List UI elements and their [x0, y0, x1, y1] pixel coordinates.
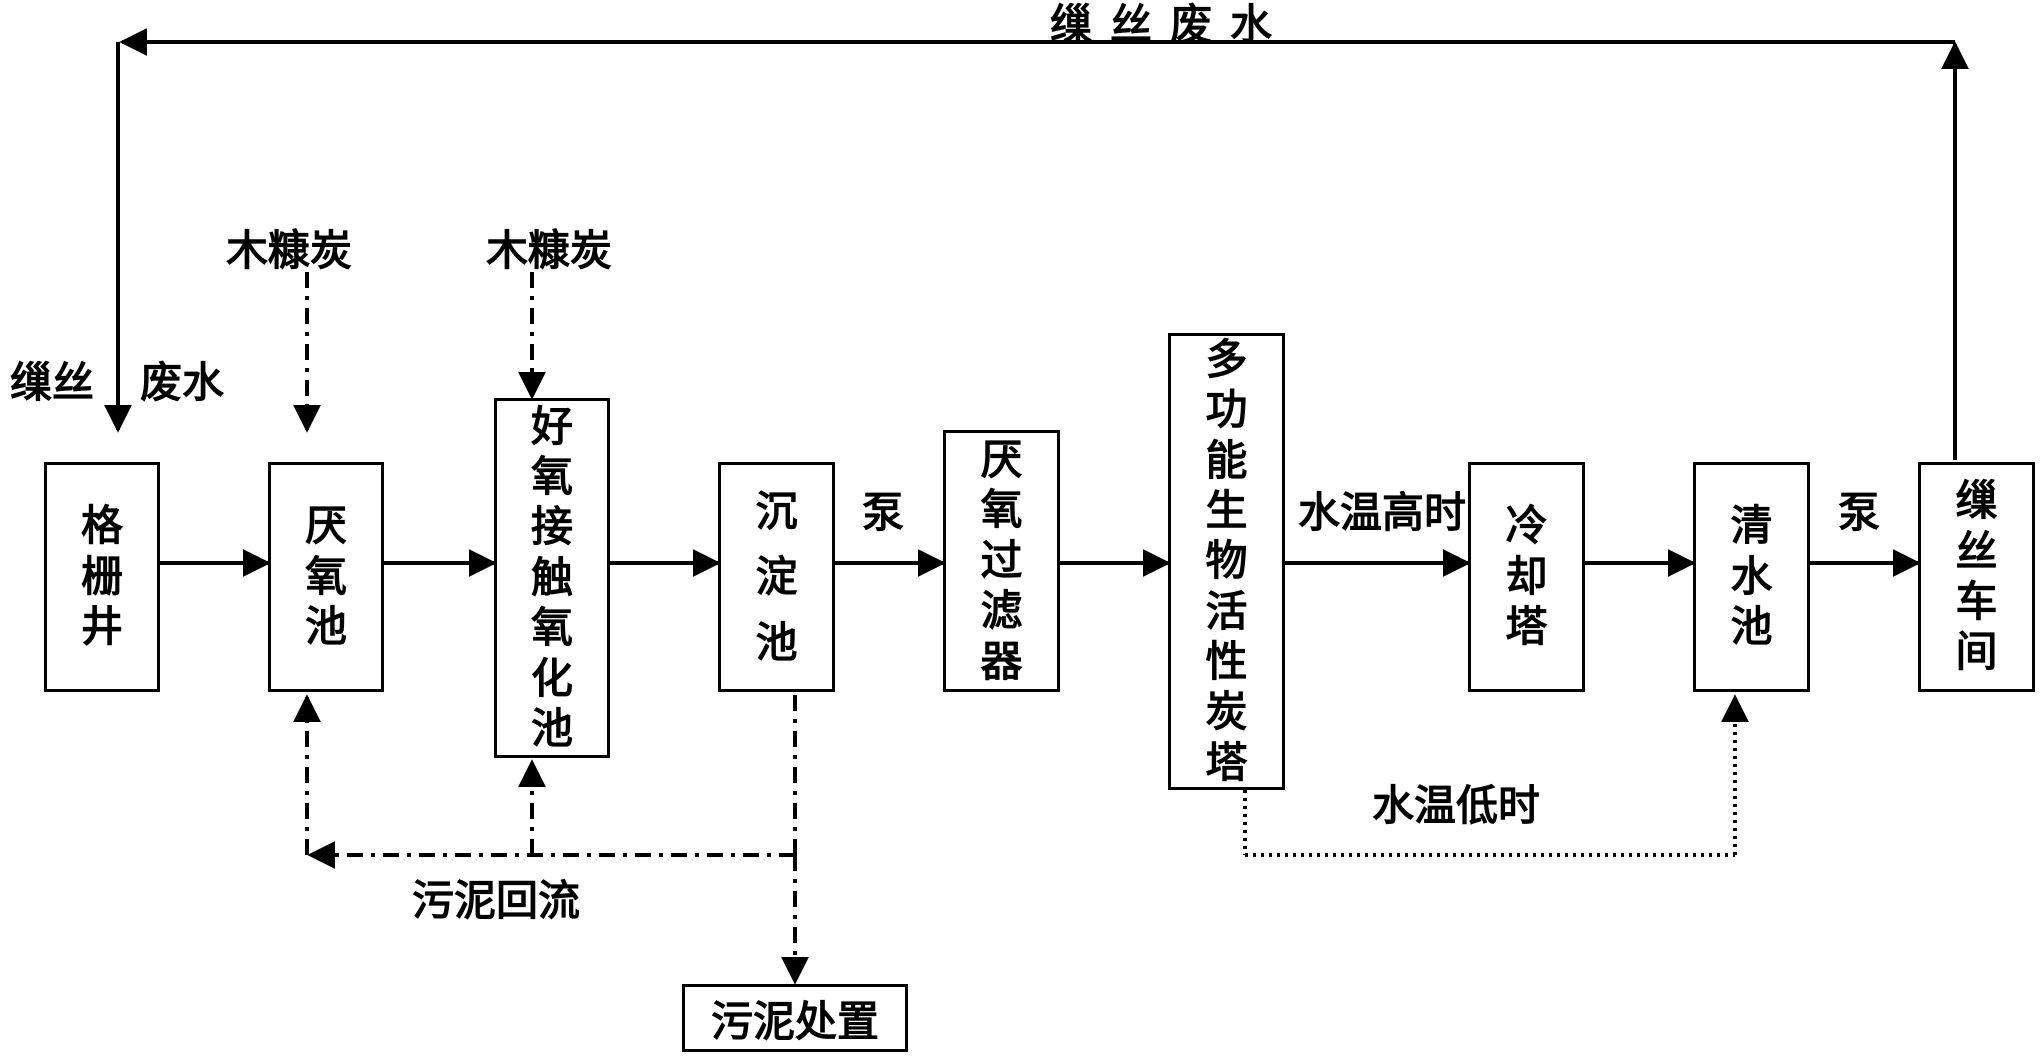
recycle-loop-connector: [104, 28, 1969, 460]
sedimentation-tank-label: 沉淀池: [755, 487, 798, 667]
bio-carbon-tower-box: 多功能生物活性炭塔: [1168, 333, 1285, 790]
bio-carbon-tower-label: 多功能生物活性炭塔: [1205, 334, 1248, 787]
aerobic-contact-tank-label: 好氧接触氧化池: [530, 401, 573, 753]
clear-water-tank-box: 清水池: [1693, 462, 1810, 692]
reeling-workshop-box: 缫丝车间: [1918, 462, 2035, 692]
grille-well-label: 格栅井: [80, 501, 123, 652]
sludge-return-connector: [293, 694, 797, 869]
inlet-label-left: 缫丝: [10, 358, 95, 407]
reeling-workshop-label: 缫丝车间: [1955, 476, 1998, 677]
grille-well-box: 格栅井: [44, 462, 160, 692]
anaerobic-tank-label: 厌氧池: [304, 501, 347, 652]
inlet-label-right: 废水: [140, 358, 225, 407]
sludge-disposal-box: 污泥处置: [682, 984, 908, 1052]
clear-water-tank-label: 清水池: [1730, 501, 1773, 652]
cooling-tower-label: 冷却塔: [1505, 501, 1548, 652]
sludge-return-label: 污泥回流: [412, 876, 581, 925]
aerobic-contact-tank-box: 好氧接触氧化池: [494, 398, 610, 758]
anaerobic-filter-box: 厌氧过滤器: [943, 430, 1060, 692]
sludge-disposal-label: 污泥处置: [710, 996, 879, 1046]
biochar-label-1: 木糠炭: [226, 226, 353, 275]
pump-label-1: 泵: [862, 488, 905, 537]
anaerobic-filter-label: 厌氧过滤器: [980, 435, 1023, 686]
low-temp-bypass-connector: [1243, 694, 1749, 857]
anaerobic-tank-box: 厌氧池: [268, 462, 384, 692]
high-temp-label: 水温高时: [1298, 488, 1467, 537]
pump-label-2: 泵: [1838, 488, 1881, 537]
sedimentation-tank-box: 沉淀池: [718, 462, 835, 692]
low-temp-label: 水温低时: [1372, 781, 1541, 830]
cooling-tower-box: 冷却塔: [1468, 462, 1585, 692]
top-loop-label: 缫丝废水: [1050, 0, 1291, 49]
biochar-label-2: 木糠炭: [486, 226, 613, 275]
